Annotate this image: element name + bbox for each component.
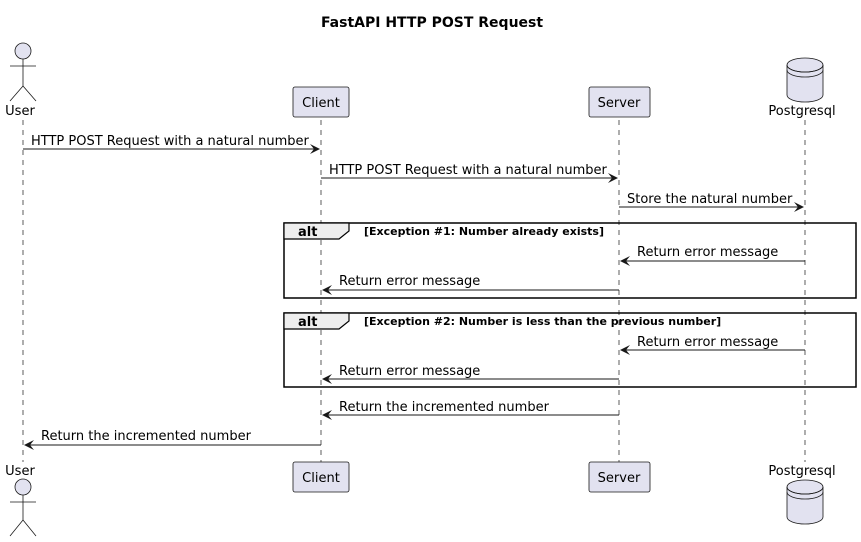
participant-box-client-bottom bbox=[292, 461, 350, 493]
database-icon-bottom bbox=[786, 479, 824, 525]
participant-box-server-bottom bbox=[588, 461, 651, 493]
actor-user-top bbox=[9, 42, 37, 102]
participant-label-postgresql-bottom: Postgresql bbox=[768, 464, 835, 479]
message-label-3: Store the natural number bbox=[627, 192, 793, 207]
message-label-8: Return the incremented number bbox=[339, 400, 550, 415]
participant-label-user-top: User bbox=[5, 104, 35, 119]
participant-box-server-top bbox=[588, 86, 651, 118]
participant-label-client-bottom: Client bbox=[302, 471, 340, 486]
participant-box-client-top bbox=[292, 86, 350, 118]
alt-fragment-2-tab bbox=[283, 312, 350, 330]
message-label-6: Return error message bbox=[637, 335, 778, 350]
participant-label-postgresql-top: Postgresql bbox=[768, 104, 835, 119]
actor-user-bottom bbox=[9, 478, 37, 537]
alt-fragment-2-operator: alt bbox=[298, 315, 317, 330]
participant-label-client-top: Client bbox=[302, 96, 340, 111]
alt-fragment-2-guard: [Exception #2: Number is less than the p… bbox=[364, 315, 721, 328]
alt-fragment-1-tab bbox=[283, 222, 350, 240]
message-label-1: HTTP POST Request with a natural number bbox=[31, 134, 310, 149]
database-icon bbox=[786, 57, 824, 103]
participant-label-server-bottom: Server bbox=[598, 471, 641, 486]
alt-fragment-1-operator: alt bbox=[298, 225, 317, 240]
message-label-7: Return error message bbox=[339, 364, 480, 379]
message-label-5: Return error message bbox=[339, 274, 480, 289]
participant-label-user-bottom: User bbox=[5, 464, 35, 479]
diagram-title: FastAPI HTTP POST Request bbox=[321, 15, 543, 31]
message-label-4: Return error message bbox=[637, 245, 778, 260]
message-label-9: Return the incremented number bbox=[41, 429, 252, 444]
alt-fragment-1 bbox=[283, 222, 857, 299]
alt-fragment-1-guard: [Exception #1: Number already exists] bbox=[364, 225, 604, 238]
message-label-2: HTTP POST Request with a natural number bbox=[329, 163, 608, 178]
alt-fragment-2 bbox=[283, 312, 857, 388]
participant-label-server-top: Server bbox=[598, 96, 641, 111]
